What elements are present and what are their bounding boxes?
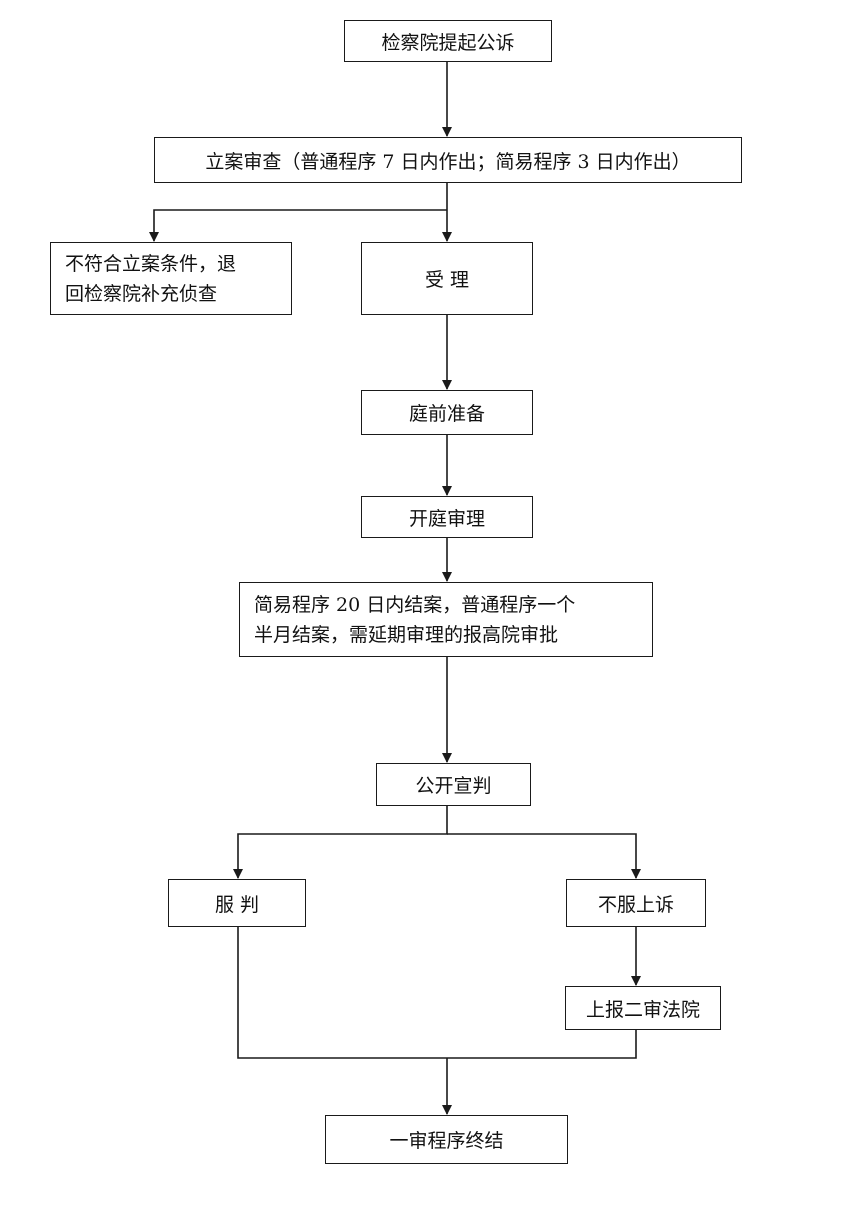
node-verdict-label: 公开宣判 xyxy=(415,775,492,797)
node-indictment: 检察院提起公诉 xyxy=(344,20,552,62)
line-accept-merge xyxy=(237,927,637,1059)
arrow-verdict-appeal xyxy=(447,833,641,879)
node-deadline: 简易程序 20 日内结案，普通程序一个 半月结案，需延期审理的报高院审批 xyxy=(239,582,653,657)
node-deadline-line2: 半月结案，需延期审理的报高院审批 xyxy=(254,623,559,646)
node-end: 一审程序终结 xyxy=(325,1115,568,1164)
node-review-label: 立案审查（普通程序 7 日内作出；简易程序 3 日内作出） xyxy=(205,150,691,173)
node-report-second-label: 上报二审法院 xyxy=(585,998,700,1021)
node-appeal-label: 不服上诉 xyxy=(597,893,674,916)
node-pretrial-label: 庭前准备 xyxy=(408,403,485,425)
node-trial: 开庭审理 xyxy=(361,496,533,538)
node-reject-line2: 回检察院补充侦查 xyxy=(65,282,218,305)
node-appeal: 不服上诉 xyxy=(566,879,706,927)
node-pretrial: 庭前准备 xyxy=(361,390,533,435)
node-accept-verdict-label: 服 判 xyxy=(214,893,260,916)
node-end-label: 一审程序终结 xyxy=(389,1130,504,1152)
node-reject: 不符合立案条件，退 回检察院补充侦查 xyxy=(50,242,292,315)
arrow-verdict-split xyxy=(233,806,448,879)
node-accept: 受 理 xyxy=(361,242,533,315)
node-trial-label: 开庭审理 xyxy=(408,507,485,530)
node-review: 立案审查（普通程序 7 日内作出；简易程序 3 日内作出） xyxy=(154,137,742,183)
node-indictment-label: 检察院提起公诉 xyxy=(381,31,515,54)
node-deadline-line1: 简易程序 20 日内结案，普通程序一个 xyxy=(254,593,576,616)
node-accept-verdict: 服 判 xyxy=(168,879,306,927)
node-accept-label: 受 理 xyxy=(424,269,470,291)
arrow-review-reject xyxy=(149,209,447,242)
node-report-second: 上报二审法院 xyxy=(565,986,721,1030)
node-reject-line1: 不符合立案条件，退 xyxy=(65,252,237,275)
node-verdict: 公开宣判 xyxy=(376,763,531,806)
